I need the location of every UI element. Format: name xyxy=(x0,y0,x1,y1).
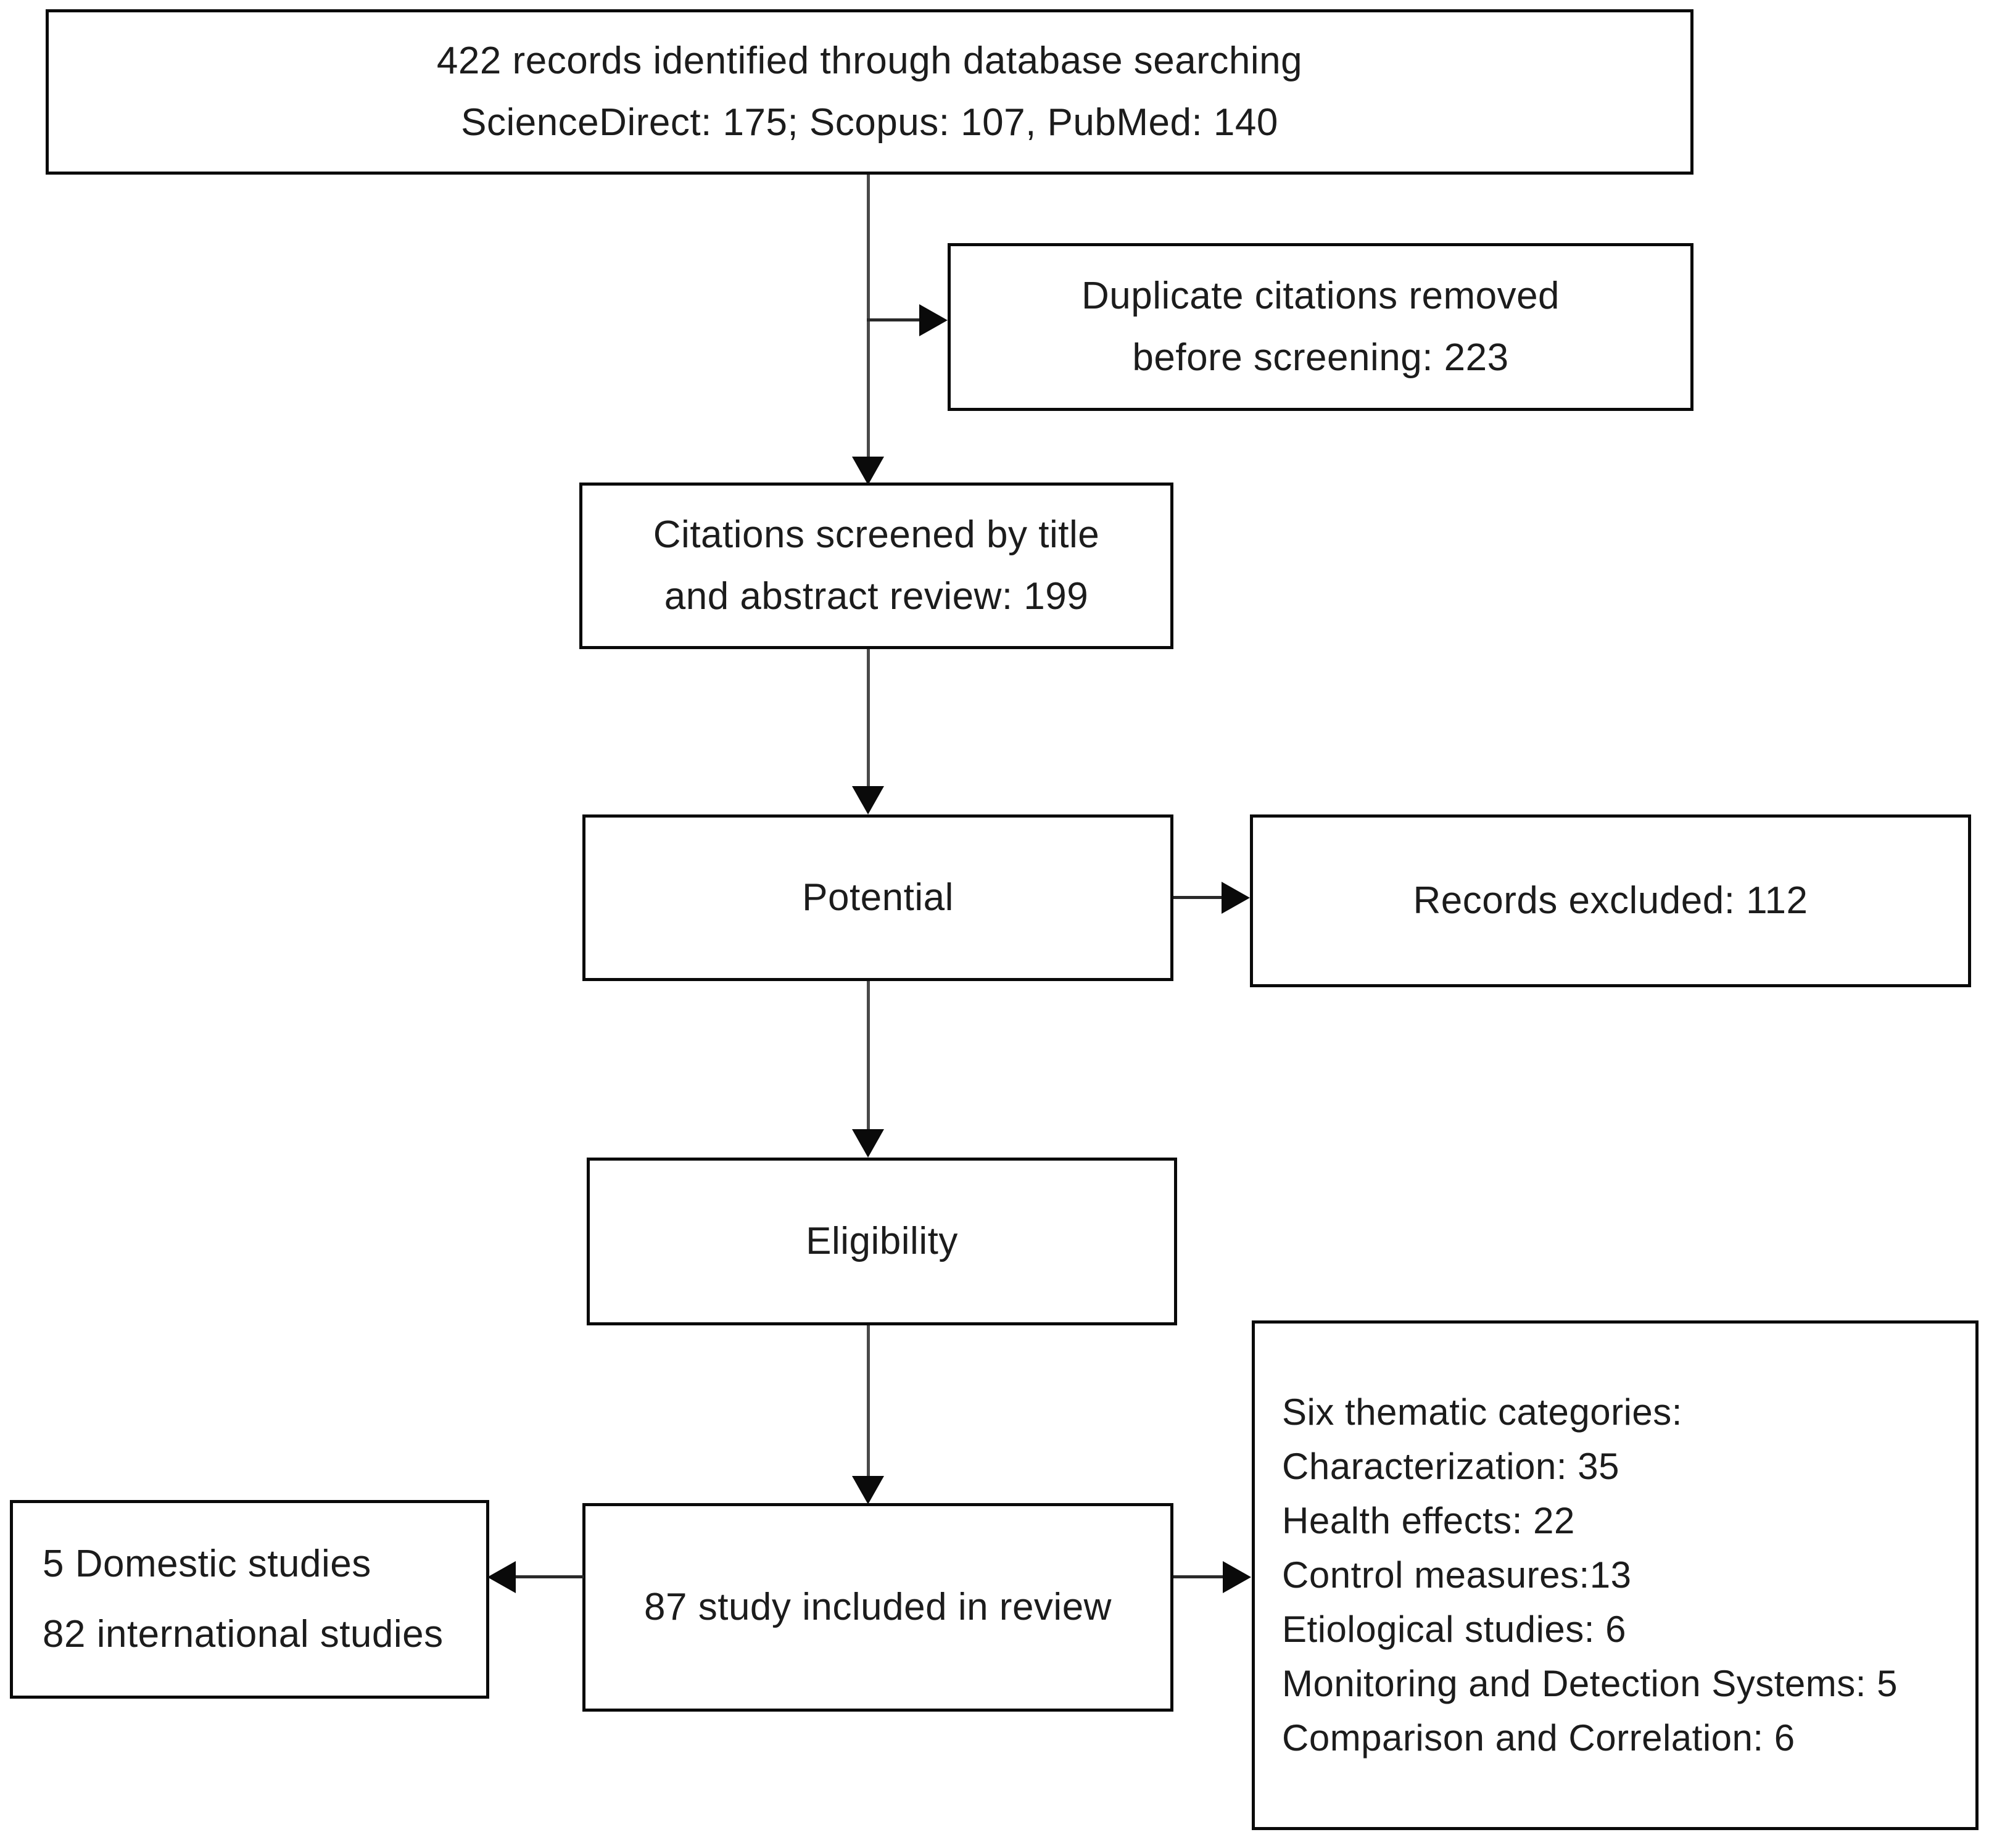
node-thematic-categories: Six thematic categories: Characterizatio… xyxy=(1252,1320,1979,1830)
connector-to-thematic-categories xyxy=(1173,1575,1224,1578)
connector-eligibility-to-included xyxy=(867,1325,870,1498)
connector-to-records-excluded xyxy=(1173,896,1223,899)
duplicates-line-1: Duplicate citations removed xyxy=(1081,274,1560,317)
connector-to-study-origin xyxy=(516,1575,584,1578)
thematic-heading: Six thematic categories: xyxy=(1282,1391,1682,1433)
arrowhead-to-included xyxy=(852,1476,884,1504)
node-studies-included: 87 study included in review xyxy=(582,1503,1173,1712)
node-records-identified: 422 records identified through database … xyxy=(46,9,1693,175)
screened-line-1: Citations screened by title xyxy=(653,513,1100,556)
eligibility-label: Eligibility xyxy=(806,1219,958,1262)
node-records-excluded: Records excluded: 112 xyxy=(1250,814,1971,987)
thematic-item-etiological-studies: Etiological studies: 6 xyxy=(1282,1609,1626,1650)
node-duplicate-citations-removed: Duplicate citations removed before scree… xyxy=(948,243,1693,411)
node-potential: Potential xyxy=(582,814,1173,981)
thematic-item-comparison-correlation: Comparison and Correlation: 6 xyxy=(1282,1717,1795,1759)
node-citations-screened: Citations screened by title and abstract… xyxy=(579,483,1173,649)
study-origin-line-1: 5 Domestic studies xyxy=(43,1542,371,1585)
connector-screened-to-potential xyxy=(867,649,870,792)
arrowhead-to-study-origin xyxy=(487,1561,516,1593)
arrowhead-to-screened xyxy=(852,457,884,485)
arrowhead-to-thematic-categories xyxy=(1223,1561,1251,1593)
node-study-origin-breakdown: 5 Domestic studies 82 international stud… xyxy=(10,1500,489,1699)
potential-label: Potential xyxy=(802,876,954,919)
arrowhead-to-eligibility xyxy=(852,1129,884,1158)
arrowhead-to-records-excluded xyxy=(1222,882,1250,914)
connector-potential-to-eligibility xyxy=(867,981,870,1135)
node-eligibility: Eligibility xyxy=(587,1158,1177,1325)
thematic-item-health-effects: Health effects: 22 xyxy=(1282,1500,1575,1541)
screened-line-2: and abstract review: 199 xyxy=(664,575,1089,618)
connector-to-duplicates xyxy=(867,318,920,321)
arrowhead-to-duplicates xyxy=(919,304,948,336)
records-identified-line-2: ScienceDirect: 175; Scopus: 107, PubMed:… xyxy=(461,101,1278,144)
thematic-item-control-measures: Control measures:13 xyxy=(1282,1554,1632,1596)
arrowhead-to-potential xyxy=(852,786,884,814)
records-excluded-label: Records excluded: 112 xyxy=(1413,879,1808,922)
records-identified-line-1: 422 records identified through database … xyxy=(436,39,1303,82)
thematic-item-characterization: Characterization: 35 xyxy=(1282,1446,1619,1487)
studies-included-label: 87 study included in review xyxy=(644,1585,1112,1628)
thematic-item-monitoring-detection: Monitoring and Detection Systems: 5 xyxy=(1282,1663,1898,1704)
study-origin-line-2: 82 international studies xyxy=(43,1613,444,1655)
duplicates-line-2: before screening: 223 xyxy=(1132,336,1509,379)
